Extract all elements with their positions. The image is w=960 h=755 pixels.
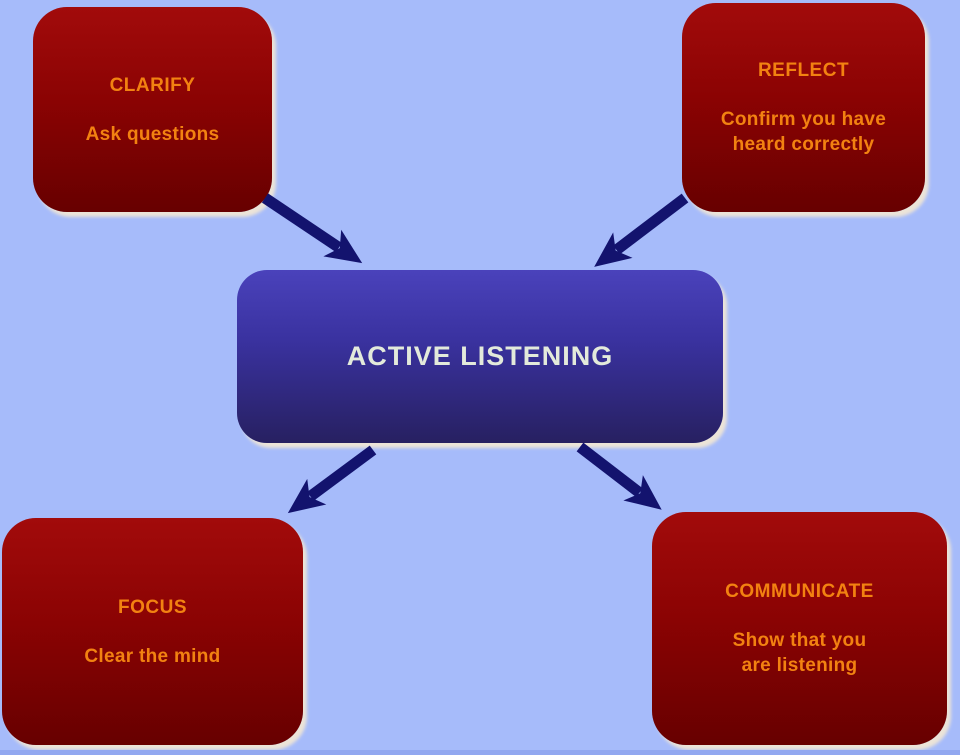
node-reflect-body: Confirm you have heard correctly: [720, 109, 887, 155]
arrow-clarify-to-center-icon: [261, 193, 363, 264]
node-reflect: REFLECT Confirm you have heard correctly: [682, 3, 925, 212]
arrow-reflect-to-center-icon: [594, 193, 689, 267]
arrow-center-to-communicate-icon: [576, 442, 662, 510]
node-active-listening-title: ACTIVE LISTENING: [346, 341, 614, 371]
node-focus: FOCUS Clear the mind: [2, 518, 303, 745]
node-communicate-body: Show that you are listening: [732, 630, 867, 676]
node-clarify-title: CLARIFY: [109, 74, 196, 96]
node-clarify: CLARIFY Ask questions: [33, 7, 272, 212]
node-focus-body: Clear the mind: [84, 645, 221, 667]
bottom-edge-strip: [0, 750, 960, 755]
node-reflect-title: REFLECT: [757, 60, 850, 81]
node-communicate-title: COMMUNICATE: [725, 581, 874, 602]
node-active-listening: ACTIVE LISTENING: [237, 270, 723, 443]
node-communicate: COMMUNICATE Show that you are listening: [652, 512, 947, 745]
node-clarify-body: Ask questions: [85, 123, 220, 145]
node-focus-title: FOCUS: [118, 596, 187, 618]
arrow-center-to-focus-icon: [287, 445, 377, 514]
